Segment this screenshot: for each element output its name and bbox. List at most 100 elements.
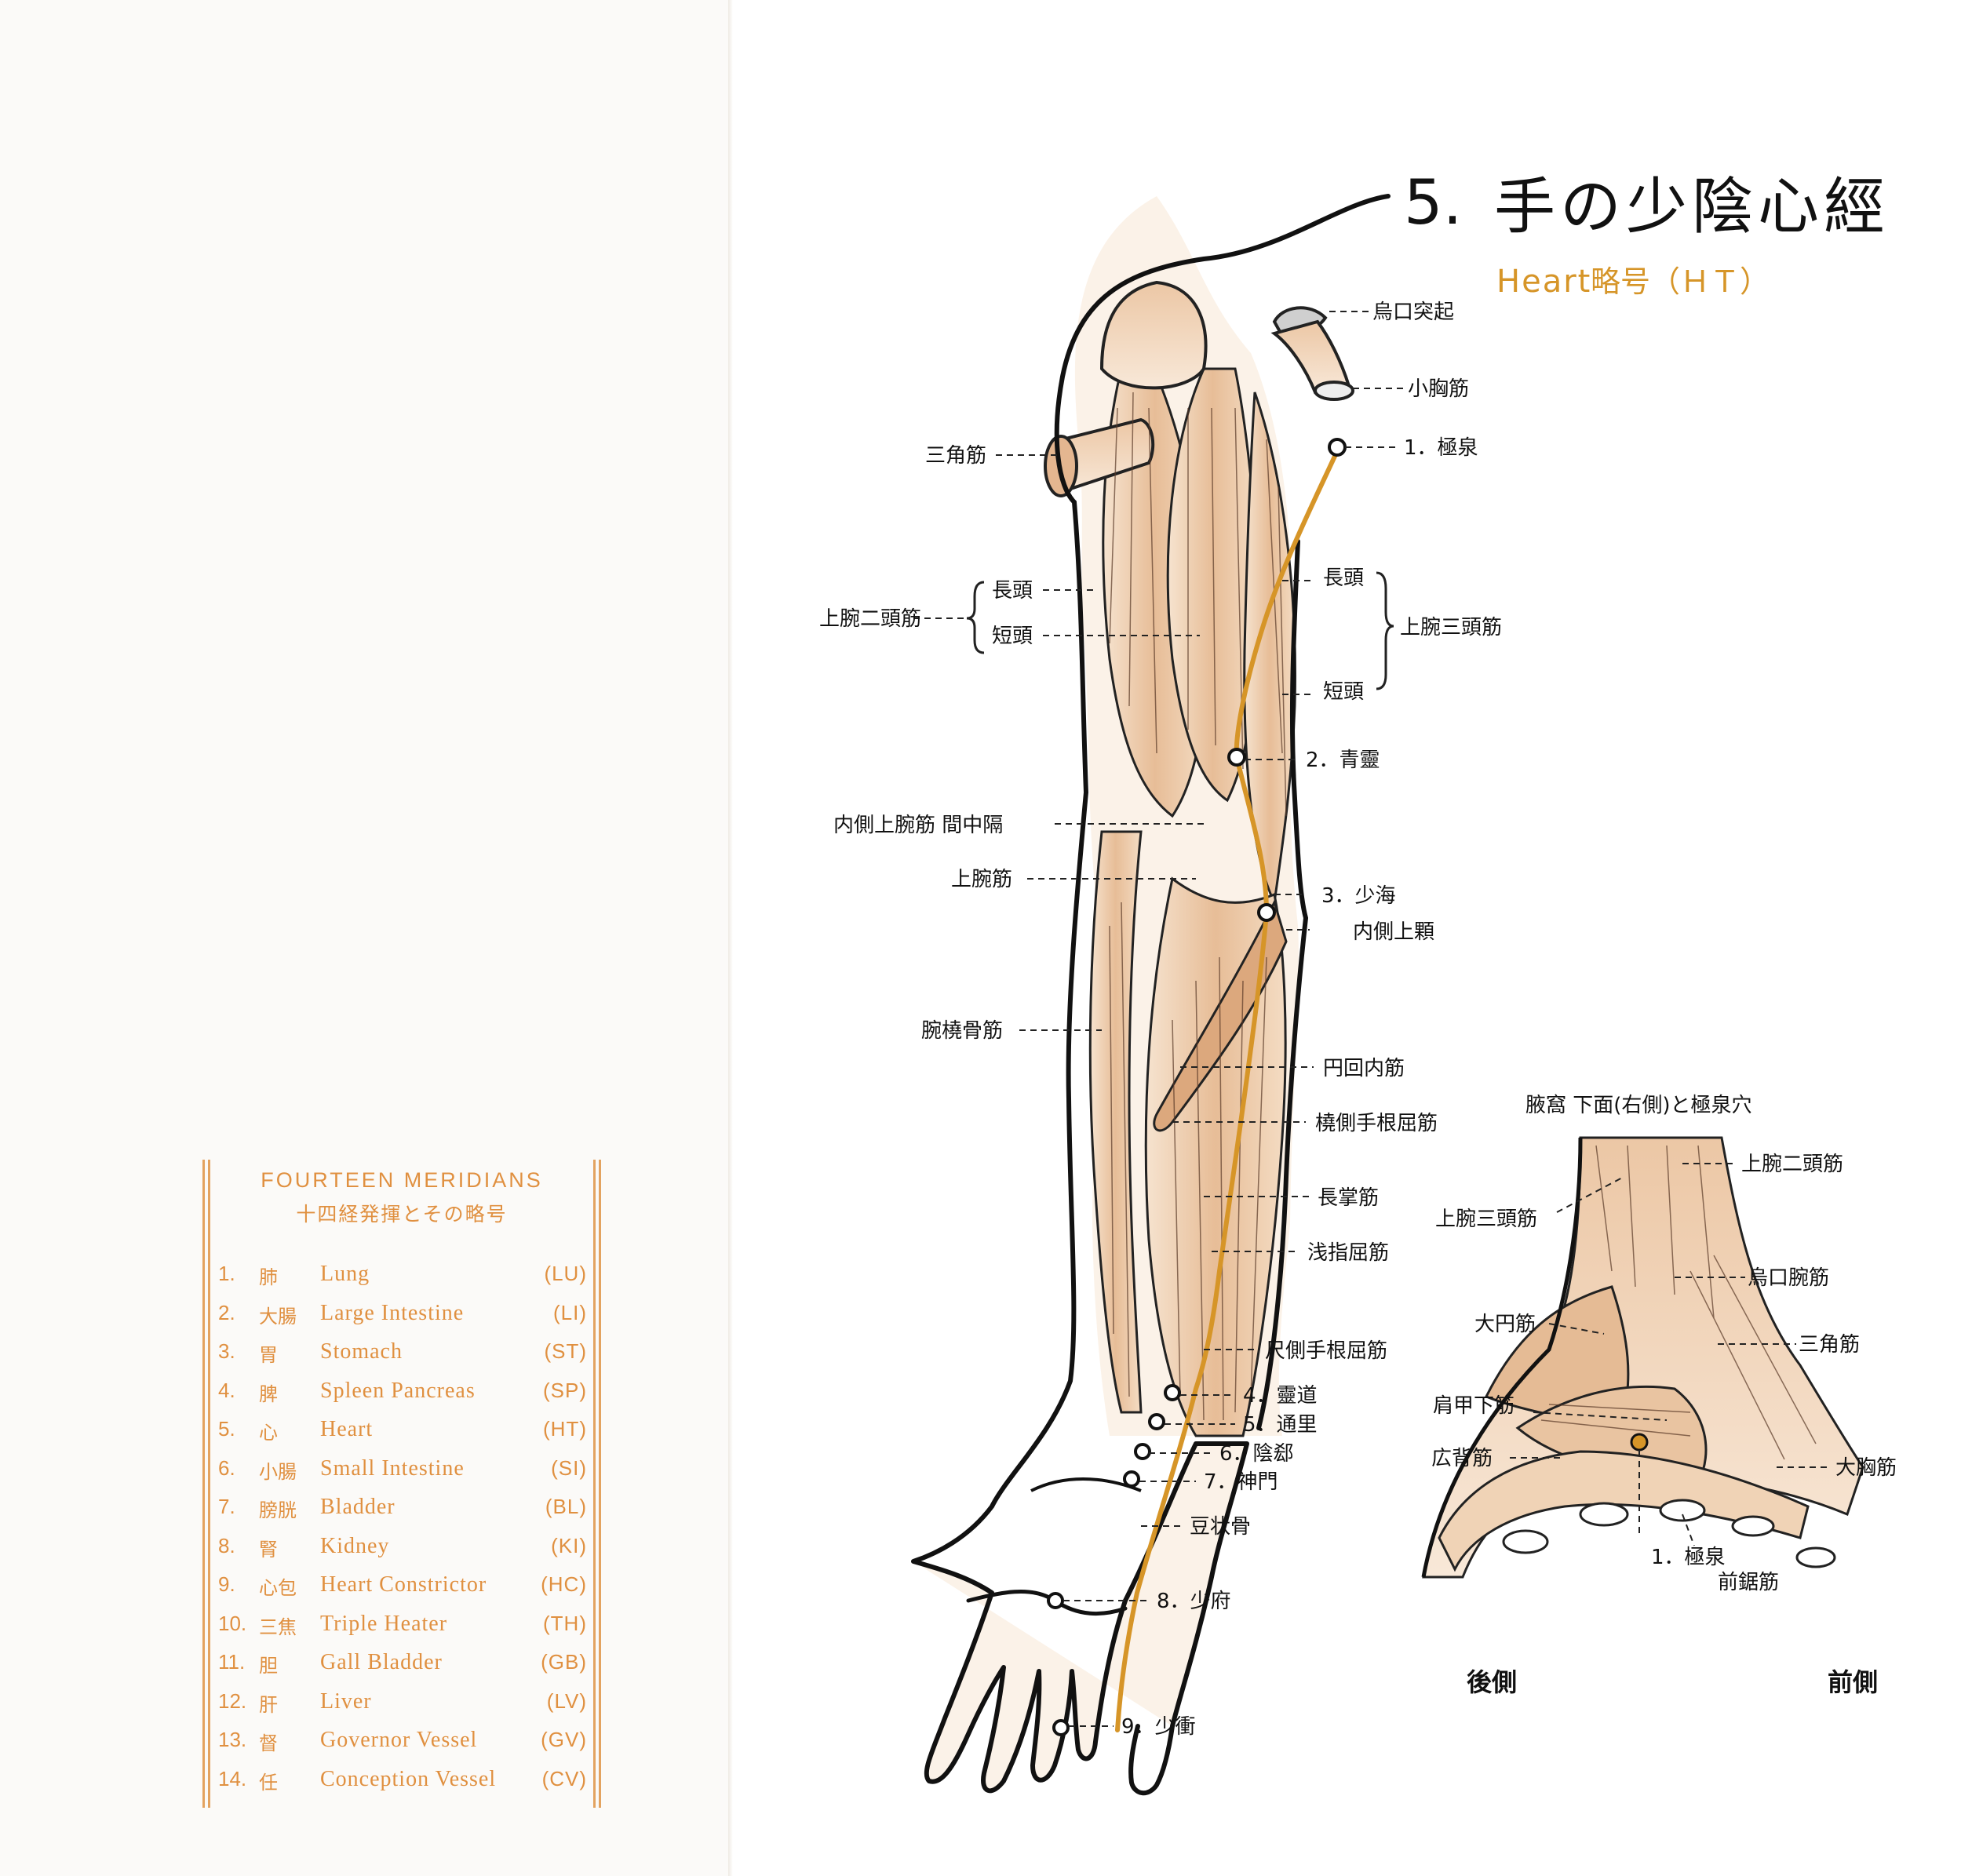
- legend-item-num: 10.: [218, 1611, 247, 1635]
- legend-item-en: Kidney: [320, 1533, 390, 1558]
- label-pronator-teres: 円回内筋: [1323, 1057, 1405, 1080]
- title-english: Heart: [1496, 264, 1591, 300]
- triceps-brace: [1376, 571, 1394, 690]
- biceps-brace: [966, 581, 985, 654]
- legend-item-num: 1.: [218, 1262, 235, 1285]
- legend-item-num: 5.: [218, 1417, 235, 1441]
- acupoint-ht9: [1052, 1719, 1070, 1736]
- legend-item-en: Conception Vessel: [320, 1766, 497, 1791]
- axilla-ribs: [1502, 1499, 1836, 1568]
- title-number: 5.: [1404, 168, 1462, 239]
- point-label-ht4: 4．靈道: [1243, 1384, 1318, 1408]
- legend-item-num: 2.: [218, 1300, 235, 1324]
- legend-item-abbr: (LU): [544, 1262, 587, 1285]
- legend-item-abbr: (BL): [545, 1495, 587, 1518]
- axilla-label-posterior: 後側: [1467, 1667, 1517, 1697]
- label-biceps-long-head: 長頭: [992, 579, 1033, 603]
- legend-item-en: Large Intestine: [320, 1300, 465, 1325]
- legend-item-jp: 任: [259, 1771, 278, 1794]
- axilla-label-serratus: 前鋸筋: [1718, 1571, 1779, 1594]
- axilla-fibers: [1540, 1145, 1817, 1460]
- heart-meridian-diagram: 5. 手の少陰心經 Heart 略号（ＨＴ）: [819, 168, 1897, 1796]
- label-fcr: 橈側手根屈筋: [1315, 1112, 1438, 1135]
- legend-item-abbr: (HT): [543, 1417, 587, 1441]
- label-brachialis: 上腕筋: [951, 868, 1012, 891]
- label-triceps-long-head: 長頭: [1323, 566, 1364, 590]
- axilla-label-teres-major: 大円筋: [1474, 1313, 1536, 1336]
- legend-item-en: Governor Vessel: [320, 1728, 478, 1752]
- legend-item-abbr: (HC): [541, 1572, 587, 1596]
- point-label-ht7: 7．神門: [1204, 1470, 1278, 1494]
- pectoralis-minor-end: [1314, 381, 1354, 401]
- label-pisiform: 豆状骨: [1190, 1515, 1251, 1539]
- legend-title-english: FOURTEEN MERIDIANS: [261, 1168, 543, 1192]
- label-biceps: 上腕二頭筋: [819, 607, 921, 631]
- legend-item-num: 3.: [218, 1339, 235, 1363]
- legend-title-japanese: 十四経発揮とその略号: [296, 1203, 508, 1226]
- acupoint-ht8: [1047, 1592, 1064, 1609]
- legend-item-jp: 心包: [259, 1577, 297, 1599]
- left-page: [0, 0, 730, 1876]
- point-label-ht2: 2．青靈: [1306, 749, 1380, 772]
- little-finger: [1128, 1724, 1175, 1796]
- legend-item-abbr: (LV): [546, 1688, 587, 1713]
- axilla-label-anterior: 前側: [1828, 1667, 1878, 1697]
- legend-item-jp: 大腸: [259, 1305, 297, 1328]
- arm-labels: 烏口突起 小胸筋 三角筋 長頭 短頭 上腕二頭筋 長頭 上腕三頭筋 短頭 内側上…: [819, 301, 1502, 1539]
- point-label-ht9: 9．少衝: [1121, 1715, 1196, 1739]
- acupoints: [1047, 438, 1347, 1736]
- legend-item-abbr: (GV): [541, 1728, 587, 1751]
- legend-item-en: Stomach: [320, 1339, 403, 1364]
- axilla-label-pectoralis-major: 大胸筋: [1835, 1456, 1897, 1480]
- legend-item-abbr: (GB): [541, 1650, 587, 1674]
- legend-rule: [208, 1160, 210, 1808]
- legend-item-en: Gall Bladder: [320, 1650, 443, 1674]
- legend-item-en: Small Intestine: [320, 1455, 465, 1481]
- page-fold: [728, 0, 733, 1876]
- axilla-inner-line: [1421, 1137, 1583, 1578]
- legend-item-abbr: (KI): [551, 1533, 587, 1557]
- legend-item-jp: 三焦: [259, 1616, 297, 1638]
- legend-item-en: Heart Constrictor: [320, 1572, 487, 1597]
- legend-item-jp: 腎: [259, 1538, 278, 1561]
- axilla-leader-lines: [1510, 1163, 1832, 1546]
- axilla-acupoint-ht1: [1630, 1433, 1649, 1452]
- axilla-label-latissimus: 広背筋: [1431, 1447, 1493, 1470]
- leader-lines: [913, 311, 1404, 1727]
- axilla-label-subscapularis: 肩甲下筋: [1433, 1394, 1514, 1418]
- legend-rule: [599, 1160, 601, 1808]
- forearm-flexors: [1144, 876, 1287, 1437]
- legend-item-jp: 小腸: [259, 1460, 297, 1483]
- legend-item-abbr: (ST): [544, 1339, 587, 1363]
- axilla-label-deltoid: 三角筋: [1799, 1333, 1860, 1357]
- legend-item-jp: 脾: [259, 1382, 278, 1405]
- legend-item-en: Spleen Pancreas: [320, 1378, 476, 1403]
- legend-rule: [202, 1160, 205, 1808]
- title-japanese: 手の少陰心經: [1494, 172, 1890, 242]
- point-label-ht3: 3．少海: [1321, 884, 1396, 908]
- axilla-inset: 腋窩 下面(右側)と極泉穴: [1421, 1094, 1897, 1697]
- acupoint-ht5: [1148, 1413, 1165, 1430]
- label-septum: 内側上腕筋 間中隔: [833, 814, 1003, 837]
- axilla-label-point: 1．極泉: [1651, 1546, 1726, 1569]
- legend-item-num: 13.: [218, 1728, 247, 1751]
- legend-item-jp: 胆: [259, 1655, 278, 1677]
- legend-item-jp: 督: [259, 1732, 278, 1754]
- axilla-label-biceps: 上腕二頭筋: [1741, 1153, 1843, 1176]
- legend-item-abbr: (CV): [541, 1766, 587, 1790]
- acupoint-ht4: [1164, 1384, 1181, 1401]
- legend-item-en: Liver: [320, 1688, 372, 1714]
- axilla-label-coracobrachialis: 烏口腕筋: [1748, 1266, 1829, 1290]
- acupoint-ht6: [1134, 1443, 1151, 1460]
- acupoint-labels: 1．極泉 2．青靈 3．少海 4．靈道 5．通里 6．陰郄 7．神門 8．少府 …: [1121, 436, 1478, 1739]
- hand-outline: [913, 1441, 1249, 1794]
- legend-item-num: 11.: [218, 1650, 246, 1674]
- legend-item-abbr: (SI): [551, 1455, 587, 1480]
